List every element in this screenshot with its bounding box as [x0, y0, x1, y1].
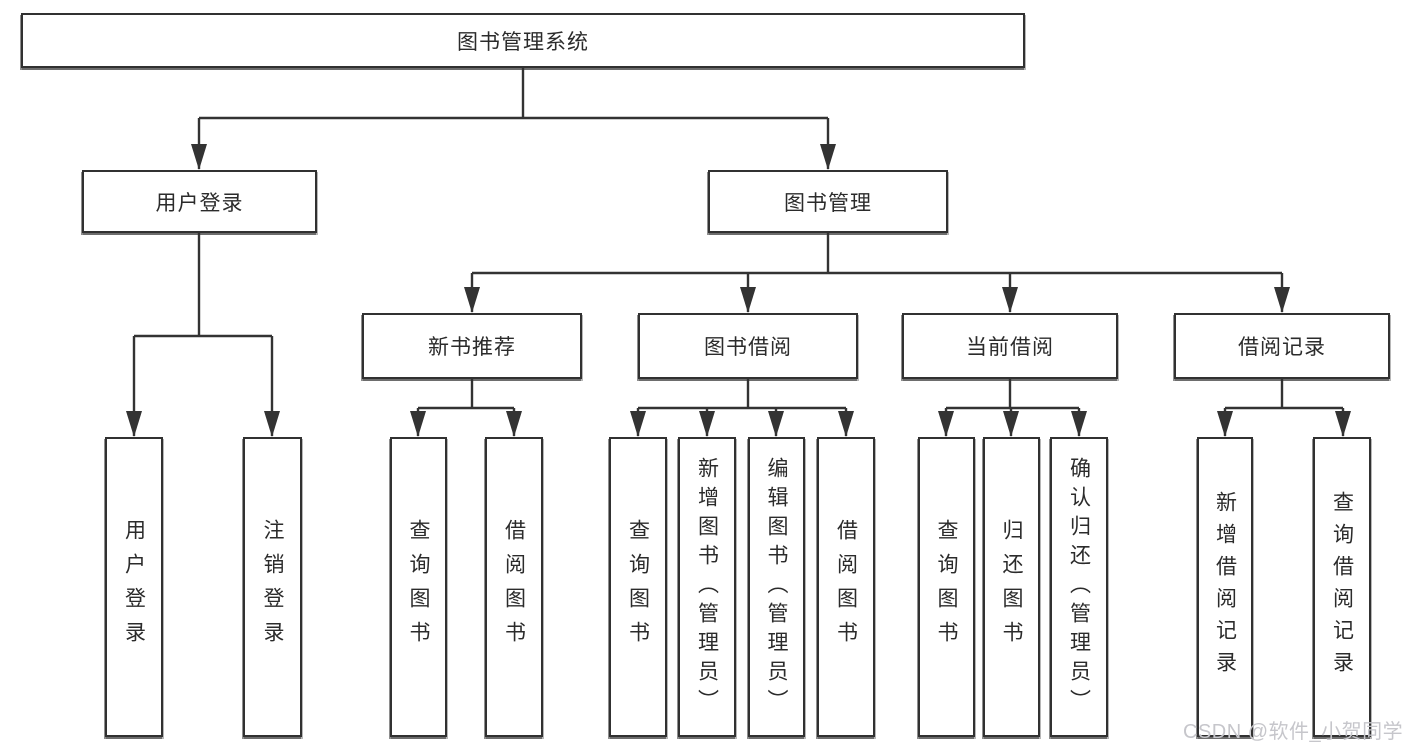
leaf-return-books: 归还图书	[983, 437, 1040, 737]
node-current-borrowing: 当前借阅	[902, 313, 1118, 379]
leaf-query-books-current: 查询图书	[918, 437, 975, 737]
node-user-login-group: 用户登录	[82, 170, 317, 233]
node-book-borrowing: 图书借阅	[638, 313, 858, 379]
leaf-edit-books-admin: 编辑图书（管理员）	[748, 437, 805, 737]
leaf-borrow-books-borrowing: 借阅图书	[817, 437, 875, 737]
leaf-add-borrowing-record: 新增借阅记录	[1197, 437, 1253, 737]
node-new-book-recommendation: 新书推荐	[362, 313, 582, 379]
leaf-user-login: 用户登录	[105, 437, 163, 737]
leaf-logout: 注销登录	[243, 437, 302, 737]
leaf-query-borrowing-record: 查询借阅记录	[1313, 437, 1371, 737]
leaf-borrow-books-newrec: 借阅图书	[485, 437, 543, 737]
node-library-management-system: 图书管理系统	[21, 13, 1025, 68]
node-book-management-group: 图书管理	[708, 170, 948, 233]
node-borrowing-records: 借阅记录	[1174, 313, 1390, 379]
leaf-query-books-newrec: 查询图书	[390, 437, 447, 737]
csdn-watermark: CSDN @软件_小贺同学	[1183, 721, 1404, 743]
leaf-confirm-return-admin: 确认归还（管理员）	[1050, 437, 1108, 737]
leaf-add-books-admin: 新增图书（管理员）	[678, 437, 736, 737]
leaf-query-books-borrowing: 查询图书	[609, 437, 667, 737]
